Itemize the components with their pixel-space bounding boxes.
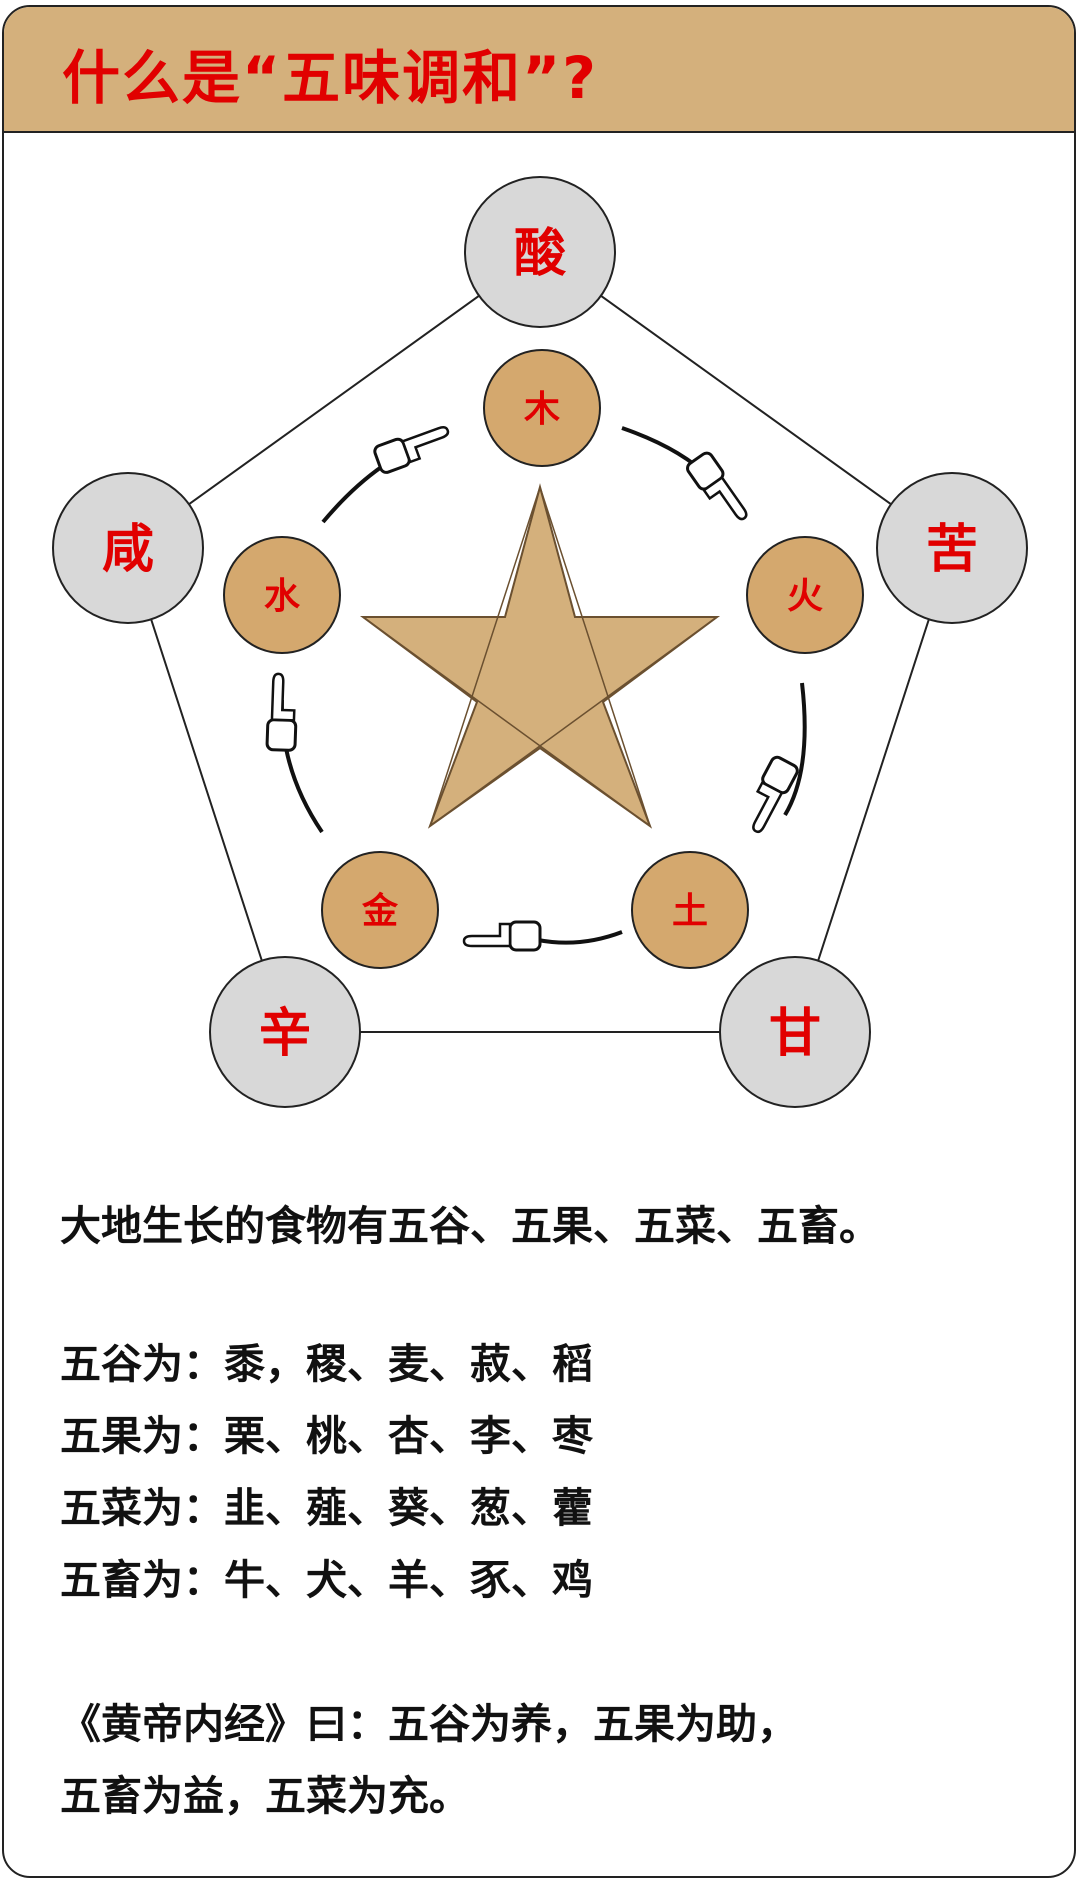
food-line: 五菜为：韭、薤、葵、葱、藿 (60, 1484, 593, 1532)
outer-pentagon (126, 250, 954, 1033)
element-label: 木 (524, 389, 560, 430)
flavor-label: 甘 (769, 1004, 821, 1064)
element-node: 金 (321, 851, 439, 969)
food-line: 五果为：栗、桃、杏、李、枣 (60, 1412, 593, 1460)
star-inner-line (429, 486, 541, 827)
pointing-hand-icon (686, 451, 748, 521)
flavor-label: 酸 (514, 224, 567, 284)
pointing-hand-icon (752, 755, 799, 834)
element-node: 木 (483, 349, 601, 467)
flavor-label: 咸 (102, 520, 154, 580)
quote-line: 五畜为益，五菜为充。 (60, 1772, 470, 1820)
food-line: 五畜为：牛、犬、羊、豕、鸡 (60, 1556, 593, 1604)
quote-line: 《黄帝内经》曰：五谷为养，五果为助， (60, 1700, 798, 1748)
intro-text: 大地生长的食物有五谷、五果、五菜、五畜。 (60, 1202, 880, 1250)
element-label: 金 (361, 890, 399, 932)
element-label: 火 (787, 576, 823, 617)
pointing-hand-icon (462, 920, 542, 952)
pointing-hand-icon (373, 426, 450, 474)
flavor-node: 苦 (876, 472, 1028, 624)
star-inner-line (362, 616, 651, 827)
food-line: 五谷为：黍，稷、麦、菽、稻 (60, 1340, 593, 1388)
flavor-node: 辛 (209, 956, 361, 1108)
element-label: 水 (264, 576, 301, 617)
flavor-node: 甘 (719, 956, 871, 1108)
star-inner-line (539, 486, 651, 827)
flavor-label: 辛 (259, 1004, 311, 1064)
flavor-node: 咸 (52, 472, 204, 624)
element-node: 水 (223, 536, 341, 654)
flavor-node: 酸 (464, 176, 616, 328)
star-inner-line (429, 616, 718, 827)
header-bar: 什么是“五味调和”? (4, 7, 1074, 133)
page-title: 什么是“五味调和”? (62, 44, 598, 112)
flavor-label: 苦 (926, 520, 978, 580)
element-label: 土 (672, 891, 708, 932)
pointing-hand-icon (265, 672, 298, 752)
element-node: 土 (631, 851, 749, 969)
element-node: 火 (746, 536, 864, 654)
center-star (359, 483, 721, 829)
